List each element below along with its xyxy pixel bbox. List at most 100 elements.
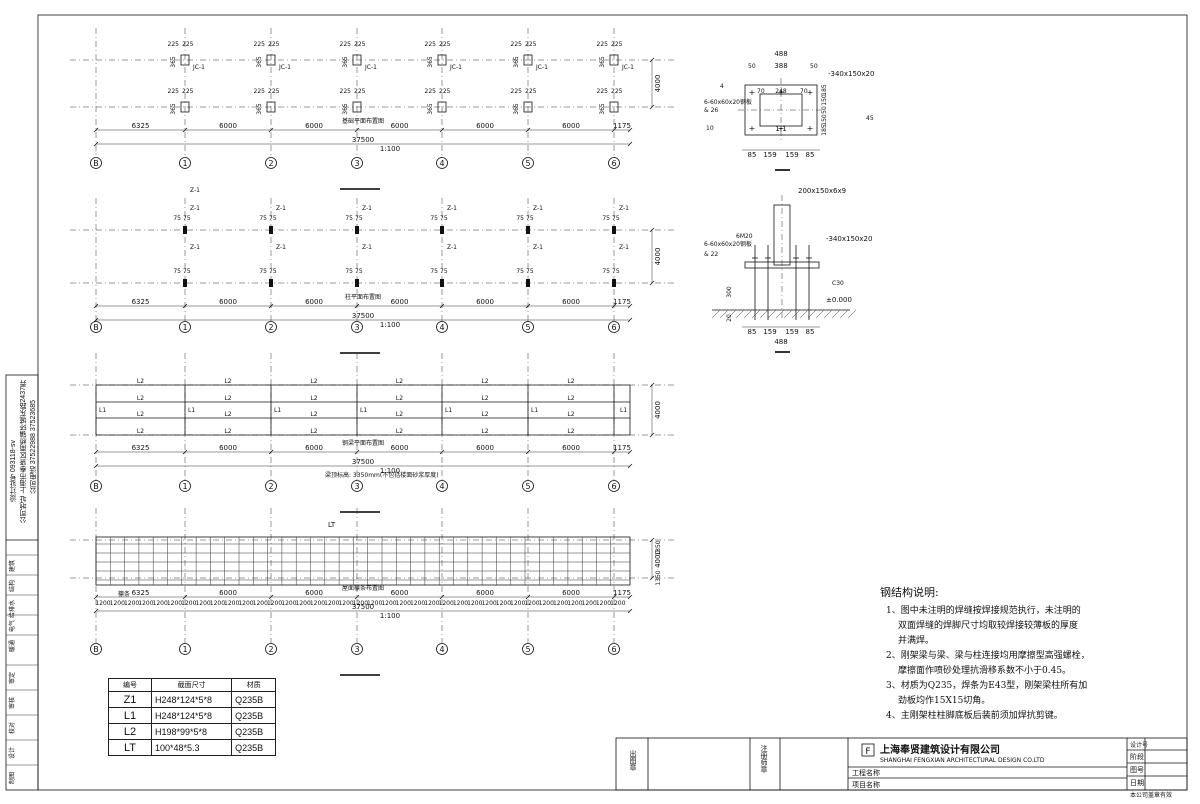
grid-bubble: [179, 480, 191, 492]
dim-label: 365: [342, 56, 349, 68]
stamp-label: 注册师章: [760, 744, 768, 773]
notes-title: 钢结构说明:: [880, 586, 939, 599]
cell-section: H198*99*5*8: [150, 723, 233, 740]
grid-label: 4: [439, 645, 444, 654]
phone-text: 公司电话 37522988 37523685: [30, 400, 37, 495]
l2-label: L2: [137, 411, 144, 418]
bolt-mark: +: [778, 124, 785, 133]
sign-label: 设计: [8, 747, 16, 759]
dim-label: 185: [821, 84, 828, 96]
grid-label: 6: [611, 645, 616, 654]
span-label: 6000: [391, 122, 409, 130]
grid-bubble: [90, 321, 102, 333]
dimension-tick: [354, 303, 360, 309]
jc-label: JC-1: [192, 64, 205, 71]
purlin-spacing: 1200: [210, 600, 225, 607]
dimension-tick: [93, 303, 99, 309]
l2-label: L2: [310, 378, 317, 385]
grid-bubble: [90, 480, 102, 492]
span-label: 6325: [132, 122, 150, 130]
dim-label: 159: [785, 328, 798, 336]
grid-bubble: [179, 157, 191, 169]
dim-label: 85: [806, 151, 815, 159]
dim-label: 159: [763, 151, 776, 159]
dimension-tick: [611, 127, 617, 133]
bolt-mark: +: [807, 124, 814, 133]
dim-label: 75: [612, 215, 620, 222]
foundation-block: [609, 101, 619, 113]
hatch: [751, 309, 761, 319]
l2-label: L2: [137, 395, 144, 402]
elevation-label: ±0.000: [826, 296, 852, 304]
dim-label: 185: [821, 124, 828, 136]
purlin-spacing: 1200: [424, 600, 439, 607]
dim-label: 75: [430, 268, 438, 275]
hatch: [831, 309, 841, 319]
l2-label: L2: [481, 395, 488, 402]
z-label: Z-1: [619, 205, 629, 212]
dim-label: 75: [269, 215, 277, 222]
hatch: [727, 309, 737, 319]
span-label: 6000: [391, 589, 409, 597]
depth-label: 4000: [654, 248, 662, 266]
dimension-tick: [649, 537, 655, 543]
column-mark: [612, 226, 616, 234]
washer-label: 6-60x60x20钢板: [704, 240, 752, 248]
span-label: 6000: [305, 589, 323, 597]
foundation-block: [266, 101, 276, 113]
dimension-tick: [649, 57, 655, 63]
grid-label: B: [93, 645, 99, 654]
purlin-spacing: 1200: [310, 600, 325, 607]
material-header-id: 编号: [108, 678, 152, 692]
grid-bubble: [265, 643, 277, 655]
purlin-spacing: 1200: [396, 600, 411, 607]
span-label: 1175: [613, 298, 631, 306]
grid-label: 5: [525, 159, 530, 168]
drawing-no-label: 图号: [1130, 766, 1144, 774]
dim-label: 365: [513, 103, 520, 115]
l2-label: L2: [310, 428, 317, 435]
dim-label: 225: [425, 41, 437, 48]
dim-label: 75: [345, 268, 353, 275]
l1-label: L1: [274, 407, 281, 414]
design-no-label: 设计号: [1130, 741, 1148, 749]
structure-notes: 钢结构说明: 1、图中未注明的焊缝按焊接规范执行，未注明的 双面焊缝的焊脚尺寸均…: [880, 585, 1090, 724]
dimension-tick: [525, 303, 531, 309]
z-label: Z-1: [190, 244, 200, 251]
grid-label: 2: [268, 645, 273, 654]
dimension-tick: [627, 317, 633, 323]
foundation-block: [437, 54, 447, 66]
role-label: 结构: [8, 580, 16, 592]
dim-label: 75: [183, 215, 191, 222]
cell-section: 100*48*5.3: [150, 739, 233, 756]
dimension-tick: [649, 280, 655, 286]
dim-label: 75: [602, 268, 610, 275]
dimension-tick: [182, 449, 188, 455]
callout: & 26: [704, 107, 718, 114]
purlin-spacing: 1200: [138, 600, 153, 607]
total-length: 37500: [352, 312, 374, 320]
total-length: 37500: [352, 603, 374, 611]
grid-bubble: [608, 157, 620, 169]
dim-label: 225: [425, 88, 437, 95]
span-label: 6000: [476, 122, 494, 130]
foundation-block: [352, 54, 362, 66]
dim-label: 75: [183, 268, 191, 275]
dimension-tick: [93, 141, 99, 147]
dimension-tick: [268, 127, 274, 133]
dim-label: 50: [810, 63, 818, 70]
address-text: 公司地址 上海市奉贤区南桥镇环城东路2437弄: [20, 380, 27, 524]
grid-label: 6: [611, 323, 616, 332]
purlin-spacing: 1200: [453, 600, 468, 607]
column-label: 200x150x6x9: [798, 187, 846, 195]
dim-label: 20: [726, 314, 733, 322]
title-block-frame: [615, 737, 1188, 791]
dimension-tick: [525, 127, 531, 133]
sign-label: 制图: [8, 772, 16, 784]
bolt-mark: +: [749, 124, 756, 133]
column-mark: [183, 279, 187, 287]
role-label: 电气: [8, 620, 16, 632]
dimension-tick: [611, 303, 617, 309]
